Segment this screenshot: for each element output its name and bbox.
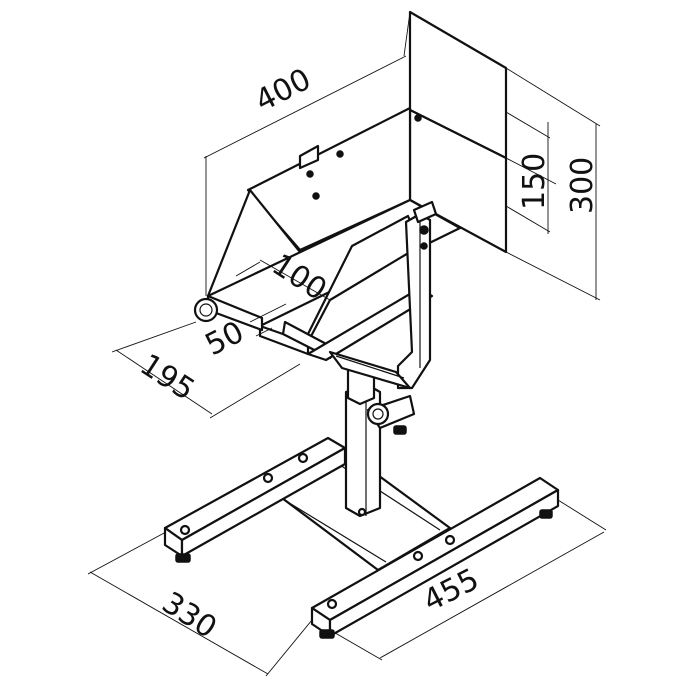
dimension-lines — [87, 11, 607, 677]
base-bolt — [326, 598, 338, 610]
base-foot — [539, 509, 553, 519]
back-plate — [408, 10, 508, 254]
dim-label-195: 195 — [134, 347, 201, 408]
dim-label-150: 150 — [517, 153, 552, 210]
base-bolt — [179, 524, 191, 536]
base-bolt — [297, 452, 309, 464]
base-foot — [175, 553, 191, 563]
support-arm — [328, 200, 438, 390]
tray — [193, 106, 462, 362]
tray-end-cap — [193, 297, 219, 323]
base-bolt — [412, 550, 424, 562]
base-frame — [163, 436, 560, 639]
base-bolt — [444, 534, 456, 546]
dim-label-400: 400 — [250, 62, 317, 119]
base-bolt — [262, 472, 274, 484]
clamp-knob-icon — [366, 402, 390, 426]
base-foot — [319, 629, 335, 639]
dim-label-300: 300 — [565, 157, 600, 214]
dim-label-330: 330 — [156, 585, 223, 646]
